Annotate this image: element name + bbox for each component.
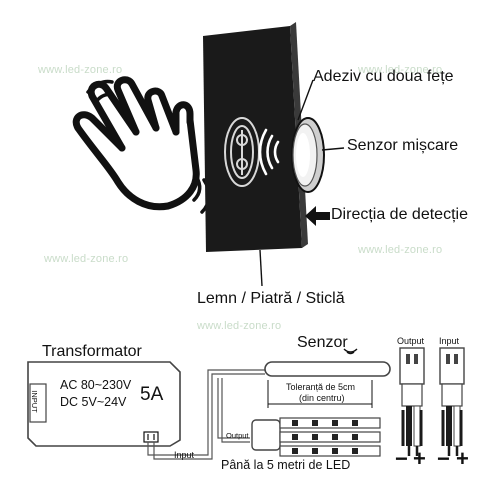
- dc-voltage-label: DC 5V~24V: [60, 395, 127, 409]
- connector-input-label: Input: [439, 336, 460, 346]
- callout-lines: [259, 79, 345, 287]
- hand-icon: [72, 76, 200, 211]
- output-connector: [399, 347, 425, 456]
- led-connector: [251, 419, 281, 451]
- transformer-title: Transformator: [42, 343, 142, 360]
- output-wire: [217, 378, 250, 443]
- transformer-box: [27, 361, 181, 447]
- minus-symbol: −: [395, 446, 408, 471]
- watermark: www.led-zone.ro: [197, 320, 282, 332]
- material-label: Lemn / Piatră / Sticlă: [197, 290, 345, 307]
- mounting-panel: [203, 22, 308, 252]
- watermark: www.led-zone.ro: [358, 244, 443, 256]
- sensor-strip: [264, 348, 391, 377]
- led-length-label: Până la 5 metri de LED: [221, 458, 351, 472]
- plus-symbol: +: [413, 446, 426, 471]
- tolerance-bracket: [267, 380, 373, 408]
- input-connector: [439, 347, 465, 456]
- tolerance-sublabel: (din centru): [299, 393, 345, 403]
- double-sided-tape-label: Adeziv cu doua fețe: [313, 68, 454, 85]
- motion-sensor-disc: [291, 117, 325, 193]
- power-wire: [147, 369, 265, 460]
- output-label: Output: [226, 431, 249, 440]
- ac-voltage-label: AC 80~230V: [60, 378, 132, 392]
- led-strip-3: [279, 445, 381, 457]
- tolerance-label: Toleranță de 5cm: [286, 382, 356, 392]
- led-strip-1: [279, 417, 381, 429]
- detection-direction-label: Direcția de detecție: [331, 206, 468, 223]
- led-strip-2: [279, 431, 381, 443]
- detection-waves-icon: [258, 128, 280, 176]
- plus-symbol: +: [456, 446, 469, 471]
- arrow-left-icon: [305, 206, 330, 226]
- current-rating-label: 5A: [140, 384, 164, 405]
- connector-output-label: Output: [397, 336, 425, 346]
- watermark: www.led-zone.ro: [44, 253, 129, 265]
- motion-sensor-label: Senzor mișcare: [347, 137, 459, 154]
- sensor-title: Senzor: [297, 334, 348, 351]
- watermark: www.led-zone.ro: [38, 64, 123, 76]
- input-tag: INPUT: [29, 390, 39, 413]
- minus-symbol: −: [437, 446, 450, 471]
- watermark: www.led-zone.ro: [358, 64, 443, 76]
- input-label: Input: [174, 450, 195, 460]
